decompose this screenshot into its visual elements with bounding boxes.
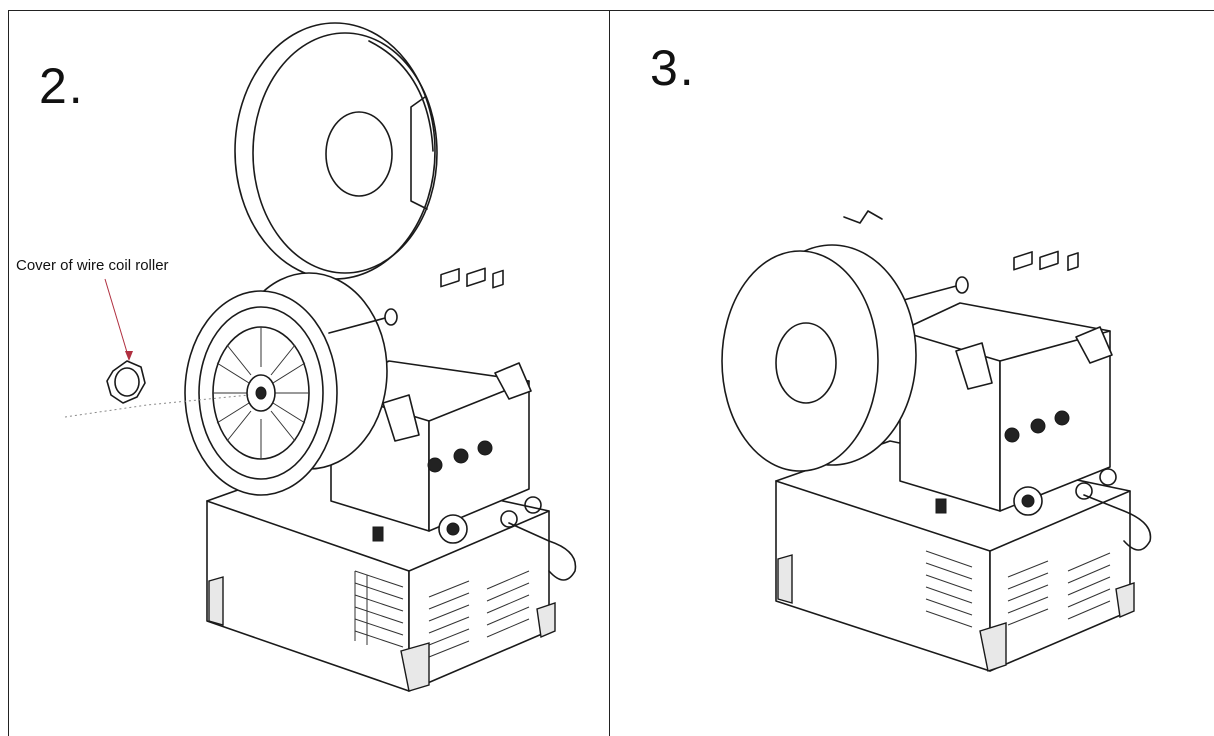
spool-cover-lid: [234, 22, 438, 280]
welder-with-closed-spool-cover-illustration: [721, 210, 1152, 672]
frame-divider: [609, 10, 610, 736]
step-number: 2.: [39, 58, 85, 114]
callout-label: Cover of wire coil roller: [16, 257, 169, 274]
wire-spool: [184, 272, 398, 496]
step-panel-2: 2. Cover of wire coil roller: [9, 11, 609, 736]
step-panel-3: 3.: [610, 11, 1214, 736]
welder-with-open-spool-cover-illustration: [64, 22, 577, 692]
closed-spool-cover: [721, 210, 917, 472]
welder-body: [206, 267, 577, 692]
frame-left-border: [8, 10, 9, 736]
spool-cover-knob: [106, 360, 146, 404]
frame-top-border: [8, 10, 1214, 11]
step-number: 3.: [650, 40, 696, 96]
